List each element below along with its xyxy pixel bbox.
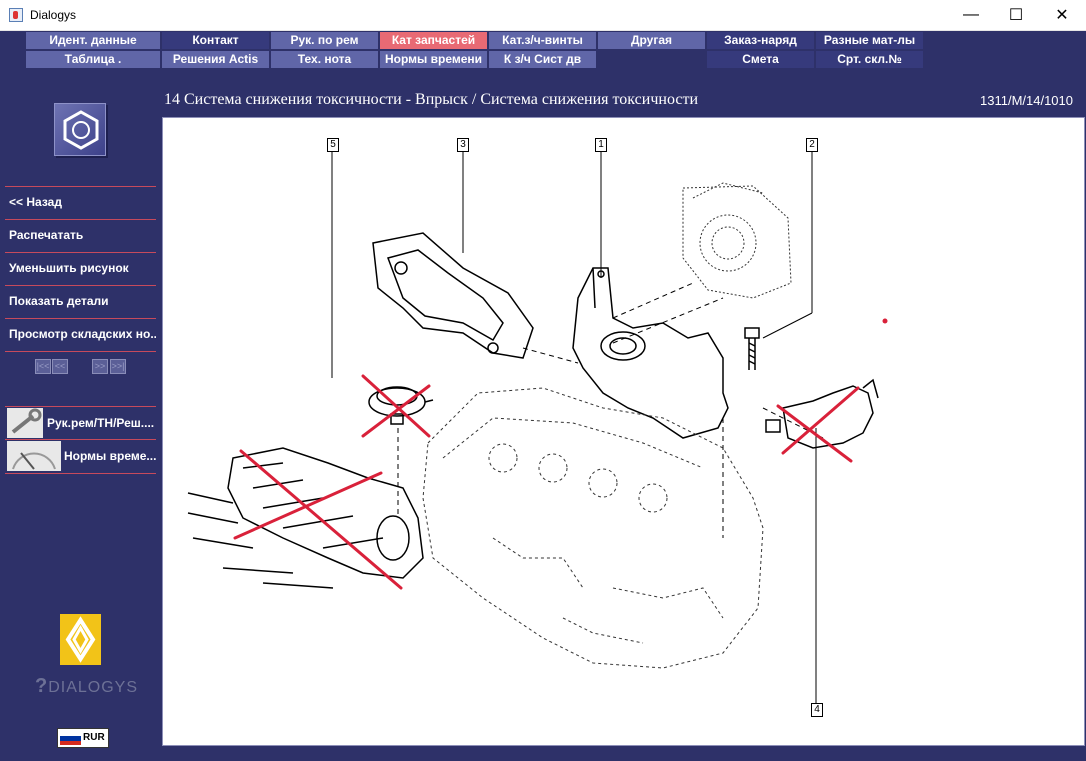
- renault-logo: [60, 614, 101, 665]
- gauge-icon: [7, 441, 61, 471]
- parts-diagram[interactable]: 5 3 1 2 4: [162, 117, 1085, 746]
- window-title: Dialogys: [30, 8, 77, 22]
- back-link[interactable]: << Назад: [5, 186, 156, 219]
- menu-ident-data[interactable]: Идент. данные: [26, 32, 160, 49]
- callout-3[interactable]: 3: [457, 138, 469, 152]
- close-button[interactable]: ✕: [1055, 7, 1069, 24]
- currency-selector[interactable]: RUR: [57, 728, 109, 748]
- currency-label: RUR: [83, 732, 105, 743]
- last-page-button[interactable]: >>|: [110, 359, 126, 374]
- document-code: 1311/M/14/1010: [980, 93, 1073, 108]
- menu-tech-note[interactable]: Тех. нота: [271, 51, 378, 68]
- callout-2[interactable]: 2: [806, 138, 818, 152]
- first-page-button[interactable]: |<<: [35, 359, 51, 374]
- next-page-button[interactable]: >>: [92, 359, 108, 374]
- menu-table[interactable]: Таблица .: [26, 51, 160, 68]
- menu-estimate[interactable]: Смета: [707, 51, 814, 68]
- quick-link-label: Нормы време...: [64, 449, 157, 463]
- print-link[interactable]: Распечатать: [5, 219, 156, 252]
- minimize-button[interactable]: —: [963, 6, 979, 23]
- sidebar-divider: [5, 439, 156, 440]
- page-title: 14 Система снижения токсичности - Впрыск…: [164, 91, 699, 108]
- sidebar-divider: [5, 473, 156, 474]
- menu-parts-screws[interactable]: Кат.з/ч-винты: [489, 32, 596, 49]
- callout-4[interactable]: 4: [811, 703, 823, 717]
- menu-repair-manual[interactable]: Рук. по рем: [271, 32, 378, 49]
- menu-time-norms[interactable]: Нормы времени: [380, 51, 487, 68]
- quick-link-label: Рук.рем/ТН/Реш....: [47, 416, 155, 430]
- wrench-icon: [7, 408, 43, 438]
- menu-warehouse-no[interactable]: Срт. скл.№: [816, 51, 923, 68]
- callout-5[interactable]: 5: [327, 138, 339, 152]
- stock-numbers-link[interactable]: Просмотр складских но...: [5, 318, 156, 351]
- shrink-image-link[interactable]: Уменьшить рисунок: [5, 252, 156, 285]
- dialogys-logo: ?DIALOGYS: [35, 675, 139, 697]
- nut-logo-icon: [54, 103, 106, 156]
- quick-link-repair-manual[interactable]: Рук.рем/ТН/Реш....: [7, 408, 156, 438]
- quick-link-time-norms[interactable]: Нормы време...: [7, 441, 156, 471]
- sidebar-divider: [5, 351, 156, 352]
- exploded-view-drawing: [187, 151, 888, 703]
- menu-work-order[interactable]: Заказ-наряд: [707, 32, 814, 49]
- menu-engine-parts[interactable]: К з/ч Сист дв: [489, 51, 596, 68]
- menu-contact[interactable]: Контакт: [162, 32, 269, 49]
- java-app-icon: [9, 8, 23, 22]
- menu-other[interactable]: Другая: [598, 32, 705, 49]
- show-details-link[interactable]: Показать детали: [5, 285, 156, 318]
- question-icon: ?: [35, 675, 49, 697]
- menu-parts-catalog[interactable]: Кат запчастей: [380, 32, 487, 49]
- maximize-button[interactable]: ☐: [1008, 7, 1024, 24]
- prev-page-button[interactable]: <<: [52, 359, 68, 374]
- sidebar-divider: [5, 406, 156, 407]
- menu-actis-solutions[interactable]: Решения Actis: [162, 51, 269, 68]
- russian-flag-icon: [60, 732, 81, 745]
- callout-1[interactable]: 1: [595, 138, 607, 152]
- title-bar: Dialogys — ☐ ✕: [0, 0, 1086, 31]
- menu-misc-materials[interactable]: Разные мат-лы: [816, 32, 923, 49]
